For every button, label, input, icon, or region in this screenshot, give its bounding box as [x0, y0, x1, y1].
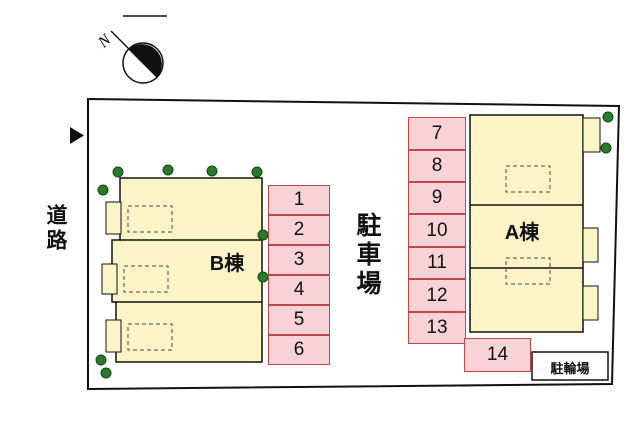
compass-needle: [110, 30, 158, 78]
building-a-entry: [582, 285, 599, 321]
tree-dot: [257, 271, 269, 283]
tree-dot: [162, 164, 174, 176]
building-a: [469, 114, 601, 333]
building-a-outline: [469, 114, 584, 333]
parking-area-label: 駐車場: [353, 212, 381, 299]
parking-spot-8: 8: [408, 150, 466, 182]
parking-spot-11: 11: [408, 247, 466, 279]
tree-dot: [95, 354, 107, 366]
building-a-entry: [582, 227, 599, 263]
building-b-entry: [105, 319, 122, 353]
parking-spot-6: 6: [268, 335, 330, 365]
parking-spot-7: 7: [408, 117, 466, 150]
building-b-balcony: [127, 323, 173, 351]
parking-spot-2: 2: [268, 215, 330, 245]
building-a-balcony: [505, 165, 551, 193]
building-b-balcony: [123, 265, 169, 293]
bicycle-area-box: [531, 351, 609, 381]
tree-dot: [206, 165, 218, 177]
parking-spot-14: 14: [464, 338, 531, 372]
parking-spot-4: 4: [268, 275, 330, 305]
compass-fill: [128, 44, 162, 78]
compass-north-label: N: [94, 31, 115, 52]
tree-dot: [251, 166, 263, 178]
building-b-label: B棟: [209, 253, 245, 275]
building-b: [101, 177, 263, 363]
tree-dot: [100, 367, 112, 379]
parking-spot-3: 3: [268, 245, 330, 275]
road-label: 道路: [44, 204, 67, 254]
building-b-entry: [101, 263, 118, 295]
parking-spot-12: 12: [408, 279, 466, 312]
tree-dot: [97, 184, 109, 196]
parking-spot-10: 10: [408, 214, 466, 247]
building-a-label: A棟: [504, 222, 540, 244]
parking-spot-5: 5: [268, 305, 330, 335]
parking-spot-13: 13: [408, 312, 466, 344]
bicycle-area-label: 駐輪場: [550, 361, 590, 376]
building-b-balcony: [127, 205, 173, 233]
building-a-entry: [582, 117, 601, 153]
building-a-balcony: [505, 257, 551, 285]
parking-spot-1: 1: [268, 185, 330, 215]
plot-boundary: [87, 97, 621, 391]
tree-dot: [602, 111, 614, 123]
road-marker-triangle: [70, 127, 84, 144]
building-b-entry: [105, 201, 122, 235]
tree-dot: [112, 166, 124, 178]
tree-dot: [257, 229, 269, 241]
tree-dot: [600, 142, 612, 154]
parking-spot-9: 9: [408, 182, 466, 214]
compass: N: [94, 15, 167, 84]
